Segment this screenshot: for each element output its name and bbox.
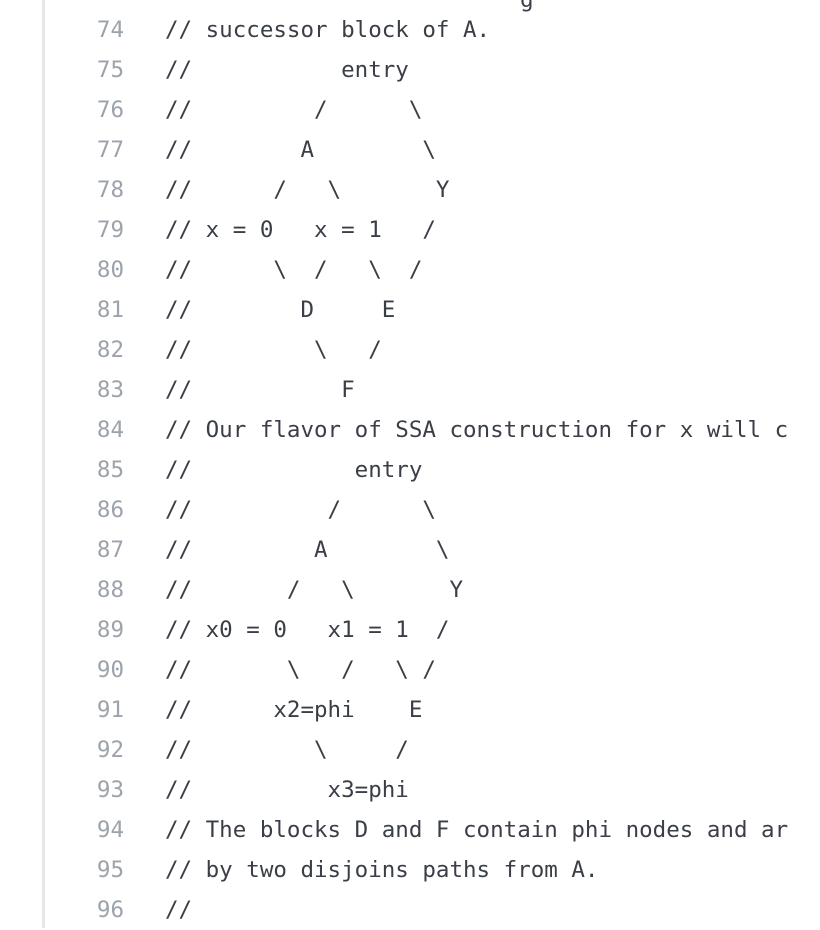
line-code-text: // \ / \ / bbox=[165, 657, 436, 683]
line-code-text: // entry bbox=[165, 457, 423, 483]
code-line: 75 // entry bbox=[0, 50, 820, 90]
line-code-text: // F bbox=[165, 377, 355, 403]
line-number[interactable]: 85 bbox=[96, 457, 124, 483]
line-code-text: // by two disjoins paths from A. bbox=[165, 857, 599, 883]
code-line: 96 // bbox=[0, 890, 820, 930]
line-code-text: // / \ bbox=[165, 497, 436, 523]
line-number[interactable]: 76 bbox=[96, 97, 124, 123]
code-line: 85 // entry bbox=[0, 450, 820, 490]
line-code-text: // bbox=[165, 897, 193, 923]
line-code-text: // \ / bbox=[165, 337, 382, 363]
line-code-text: // x2=phi E bbox=[165, 697, 423, 723]
code-line: 91 // x2=phi E bbox=[0, 690, 820, 730]
code-line: 83 // F bbox=[0, 370, 820, 410]
code-line: 93 // x3=phi bbox=[0, 770, 820, 810]
code-line: 79 // x = 0 x = 1 / bbox=[0, 210, 820, 250]
line-number[interactable]: 92 bbox=[96, 737, 124, 763]
line-code-text: // / \ bbox=[165, 97, 423, 123]
code-line: 88 // / \ Y bbox=[0, 570, 820, 610]
line-number[interactable]: 96 bbox=[96, 897, 124, 923]
line-number[interactable]: 95 bbox=[96, 857, 124, 883]
line-number[interactable]: 83 bbox=[96, 377, 124, 403]
code-line: 95 // by two disjoins paths from A. bbox=[0, 850, 820, 890]
line-code-text: // successor block of A. bbox=[165, 17, 491, 43]
line-number[interactable]: 80 bbox=[96, 257, 124, 283]
code-line: 89 // x0 = 0 x1 = 1 / bbox=[0, 610, 820, 650]
line-number[interactable]: 94 bbox=[96, 817, 124, 843]
code-line: 78 // / \ Y bbox=[0, 170, 820, 210]
gutter-border bbox=[42, 0, 45, 928]
code-line: 77 // A \ bbox=[0, 130, 820, 170]
line-code-text: // Our flavor of SSA construction for x … bbox=[165, 417, 789, 443]
line-number[interactable]: 73 bbox=[0, 0, 124, 10]
line-code-text: // / \ Y bbox=[165, 577, 464, 603]
line-number[interactable]: 90 bbox=[96, 657, 124, 683]
code-line: 82 // \ / bbox=[0, 330, 820, 370]
line-number[interactable]: 79 bbox=[96, 217, 124, 243]
line-number[interactable]: 86 bbox=[96, 497, 124, 523]
code-line: 84 // Our flavor of SSA construction for … bbox=[0, 410, 820, 450]
line-code-text: // \ / \ / bbox=[165, 257, 423, 283]
line-number[interactable]: 81 bbox=[96, 297, 124, 323]
code-line: 92 // \ / bbox=[0, 730, 820, 770]
partial-line-fragment: g bbox=[520, 0, 534, 13]
line-code-text: // x3=phi bbox=[165, 777, 409, 803]
line-code-text: // A \ bbox=[165, 137, 436, 163]
code-line: 80 // \ / \ / bbox=[0, 250, 820, 290]
line-number[interactable]: 87 bbox=[96, 537, 124, 563]
line-code-text: // entry bbox=[165, 57, 409, 83]
line-code-text: // \ / bbox=[165, 737, 409, 763]
line-code-text: // x = 0 x = 1 / bbox=[165, 217, 436, 243]
code-line: 81 // D E bbox=[0, 290, 820, 330]
code-line: 76 // / \ bbox=[0, 90, 820, 130]
code-line: 94 // The blocks D and F contain phi node… bbox=[0, 810, 820, 850]
line-code-text: // / \ Y bbox=[165, 177, 450, 203]
code-line: 90 // \ / \ / bbox=[0, 650, 820, 690]
line-code-text: // The blocks D and F contain phi nodes … bbox=[165, 817, 789, 843]
code-line: 86 // / \ bbox=[0, 490, 820, 530]
line-number[interactable]: 74 bbox=[96, 17, 124, 43]
line-code-text: // D E bbox=[165, 297, 396, 323]
line-number[interactable]: 82 bbox=[96, 337, 124, 363]
line-number[interactable]: 75 bbox=[96, 57, 124, 83]
line-number[interactable]: 89 bbox=[96, 617, 124, 643]
line-number[interactable]: 91 bbox=[96, 697, 124, 723]
line-number[interactable]: 88 bbox=[96, 577, 124, 603]
line-number[interactable]: 93 bbox=[96, 777, 124, 803]
code-line: 74 // successor block of A. bbox=[0, 10, 820, 50]
line-number[interactable]: 78 bbox=[96, 177, 124, 203]
code-line: 73 bbox=[0, 0, 820, 10]
line-number[interactable]: 77 bbox=[96, 137, 124, 163]
line-number[interactable]: 84 bbox=[96, 417, 124, 443]
line-code-text: // x0 = 0 x1 = 1 / bbox=[165, 617, 450, 643]
line-code-text: // A \ bbox=[165, 537, 450, 563]
code-line: 87 // A \ bbox=[0, 530, 820, 570]
